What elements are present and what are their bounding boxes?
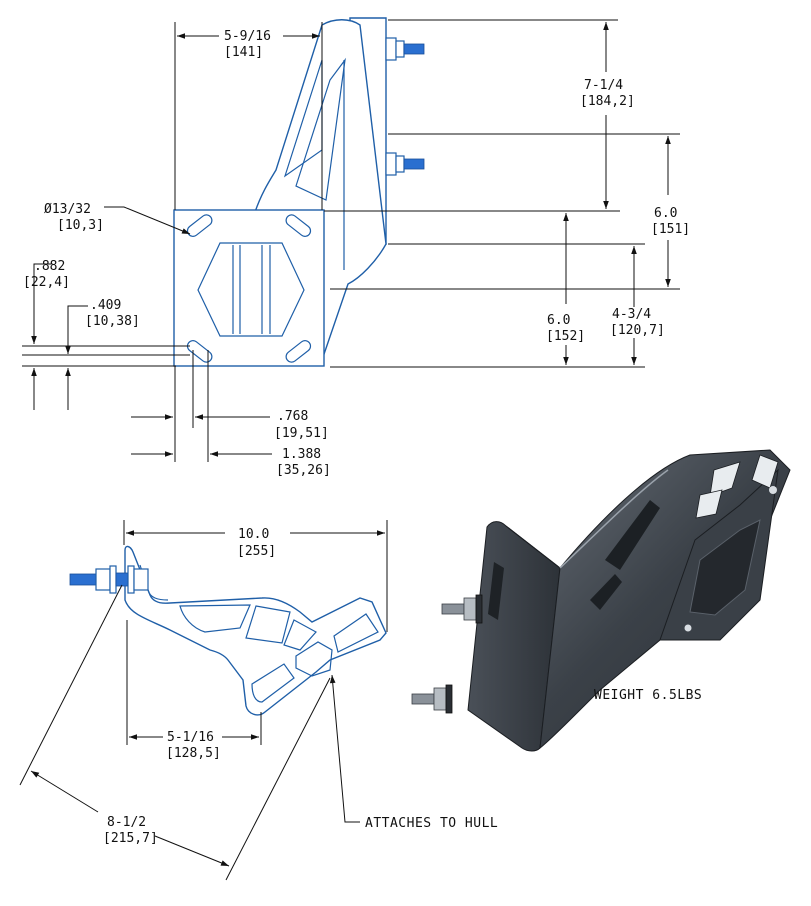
height-d-mm: [120,7] [610,323,665,338]
height-c-mm: [152] [546,329,585,344]
iso-stud-lower [411,684,453,714]
length-dim: 10.0 [238,527,269,542]
top-view: 5-9/16 [141] Ø13/32 [10,3] .882 [22,4] .… [22,17,690,478]
stud-lower [385,152,425,176]
offset-c: .768 [277,409,308,424]
side-stud [69,565,149,594]
offset-a: .882 [34,259,65,274]
height-b: 6.0 [654,206,677,221]
weight-note: WEIGHT 6.5LBS [594,688,702,703]
height-a-mm: [184,2] [580,94,635,109]
iso-stud-upper [441,594,483,624]
length-dim-mm: [255] [237,544,276,559]
side-view: 10.0 [255] 5-1/16 [128,5] 8-1/2 [215,7] … [19,520,498,881]
side-bracket-body [124,545,387,716]
offset-b: .409 [90,298,121,313]
offset-d-mm: [35,26] [276,463,331,478]
diag-dim-mm: [215,7] [103,831,158,846]
width-dim-mm: [141] [224,45,263,60]
height-a: 7-1/4 [584,78,623,93]
diag-dim: 8-1/2 [107,815,146,830]
stud-upper [385,37,425,61]
offset-a-mm: [22,4] [23,275,70,290]
inner-dim: 5-1/16 [167,730,214,745]
height-b-mm: [151] [651,222,690,237]
hole-dia: Ø13/32 [44,202,91,217]
offset-b-mm: [10,38] [85,314,140,329]
inner-dim-mm: [128,5] [166,746,221,761]
square-mount-plate [173,209,325,367]
width-dim: 5-9/16 [224,29,271,44]
offset-d: 1.388 [282,447,321,462]
height-d: 4-3/4 [612,307,651,322]
hole-dia-mm: [10,3] [57,218,104,233]
isometric-view: WEIGHT 6.5LBS [411,449,791,752]
offset-c-mm: [19,51] [274,426,329,441]
attaches-to-hull-note: ATTACHES TO HULL [365,816,498,831]
height-c: 6.0 [547,313,570,328]
